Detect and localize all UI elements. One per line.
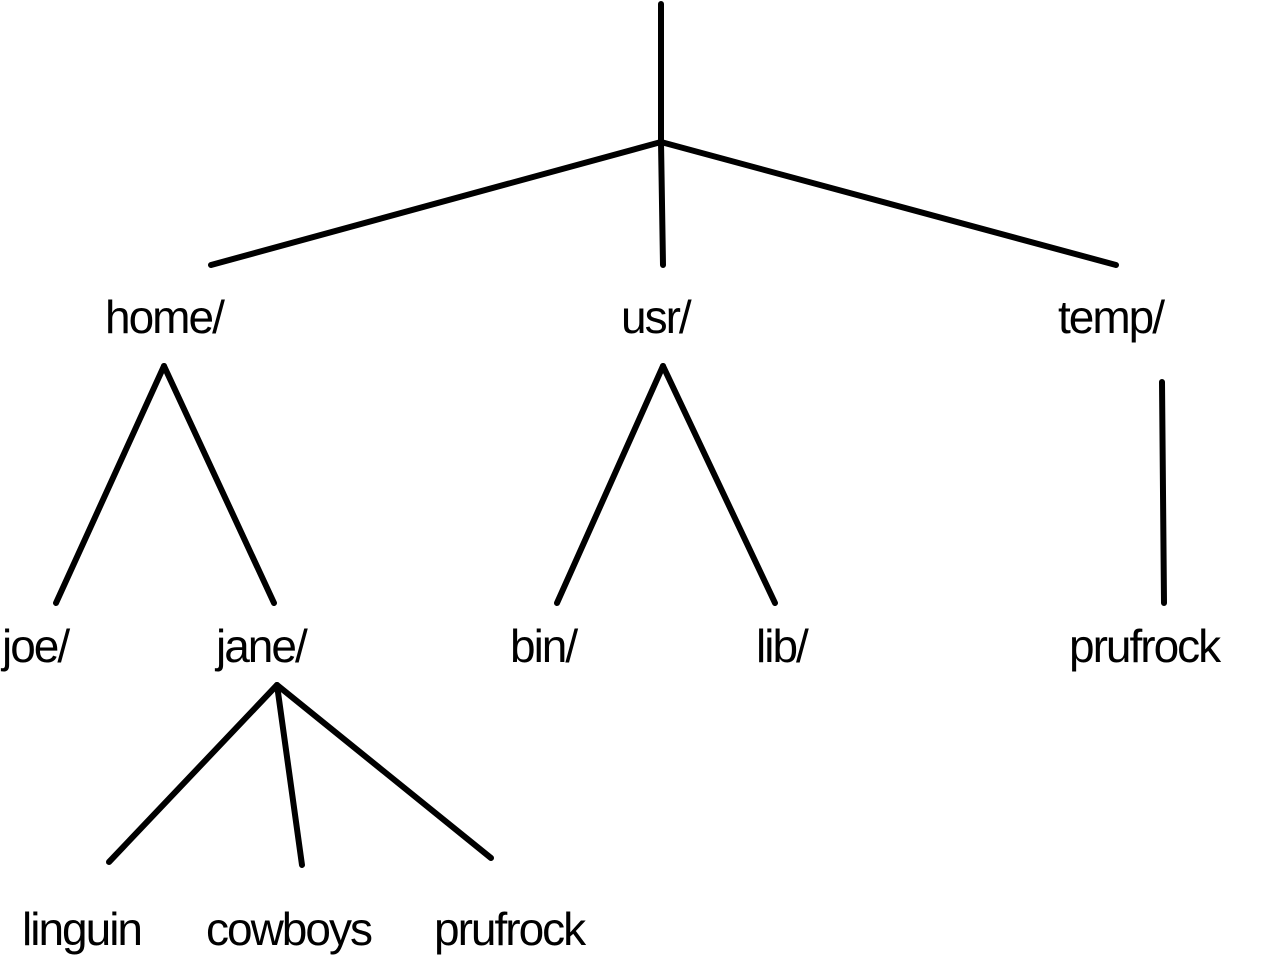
node-cowboys: cowboys (206, 903, 372, 955)
node-temp-prufrock: prufrock (1069, 620, 1222, 672)
node-jane: jane/ (214, 620, 308, 672)
node-bin: bin/ (510, 620, 578, 672)
node-home: home/ (105, 291, 225, 343)
edge-temp-prufrock (1159, 379, 1167, 606)
edge-jane-linguin (106, 682, 280, 865)
edge-root-home (208, 139, 664, 268)
node-usr: usr/ (621, 291, 692, 343)
node-temp: temp/ (1058, 291, 1165, 343)
node-jane-prufrock: prufrock (434, 903, 587, 955)
edge-usr-lib (660, 363, 778, 606)
edge-root-usr (658, 139, 666, 268)
tree-edges (53, 1, 1167, 868)
node-joe: joe/ (0, 620, 70, 672)
edge-jane-cowboys (274, 682, 305, 868)
edge-jane-prufrock (274, 682, 494, 861)
edge-root-temp (658, 139, 1119, 268)
edge-home-joe (53, 363, 167, 606)
edge-home-jane (161, 363, 277, 606)
edge-usr-bin (554, 363, 666, 606)
node-lib: lib/ (756, 620, 809, 672)
tree-labels: home/ usr/ temp/ joe/ jane/ bin/ lib/ pr… (0, 291, 1224, 955)
node-linguin: linguin (22, 903, 141, 955)
